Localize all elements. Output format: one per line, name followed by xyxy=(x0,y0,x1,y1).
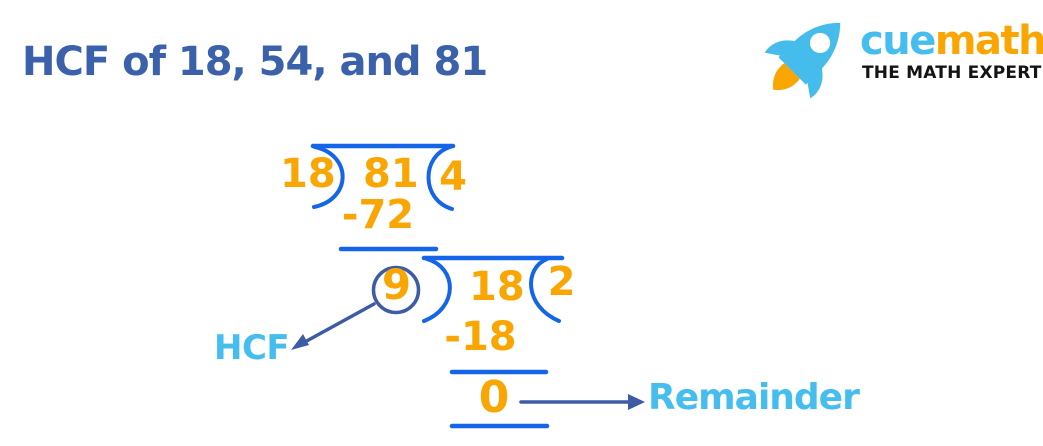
division2-left-paren xyxy=(422,257,452,323)
hcf-arrow xyxy=(301,302,376,345)
brand-math: math xyxy=(934,18,1043,64)
brand-tagline: THE MATH EXPERT xyxy=(862,63,1042,83)
division1-subtraction: -72 xyxy=(341,192,415,238)
remainder-label: Remainder xyxy=(648,377,860,418)
brand-wordmark: cuemath xyxy=(860,20,1043,62)
hcf-arrowhead xyxy=(291,334,309,350)
page-title: HCF of 18, 54, and 81 xyxy=(22,39,488,85)
division1-dividend: 81 xyxy=(363,151,419,197)
division2-divisor: 9 xyxy=(381,260,412,309)
remainder-arrowhead xyxy=(628,394,645,410)
division2-dividend: 18 xyxy=(469,264,525,310)
division2-subtraction: -18 xyxy=(444,314,517,360)
brand-cue: cue xyxy=(860,18,936,64)
remainder-value: 0 xyxy=(478,372,510,423)
division2-right-paren xyxy=(529,257,561,323)
hcf-label: HCF xyxy=(214,328,290,368)
hcf-circle xyxy=(371,265,421,315)
division1-divisor: 18 xyxy=(280,151,336,197)
division2-quotient: 2 xyxy=(547,259,576,305)
division1-left-paren xyxy=(312,145,345,209)
division1-right-paren xyxy=(426,145,454,211)
rocket-icon xyxy=(764,22,841,99)
division1-quotient: 4 xyxy=(439,154,467,200)
cuemath-logo: cuemath THE MATH EXPERT xyxy=(763,6,1043,101)
